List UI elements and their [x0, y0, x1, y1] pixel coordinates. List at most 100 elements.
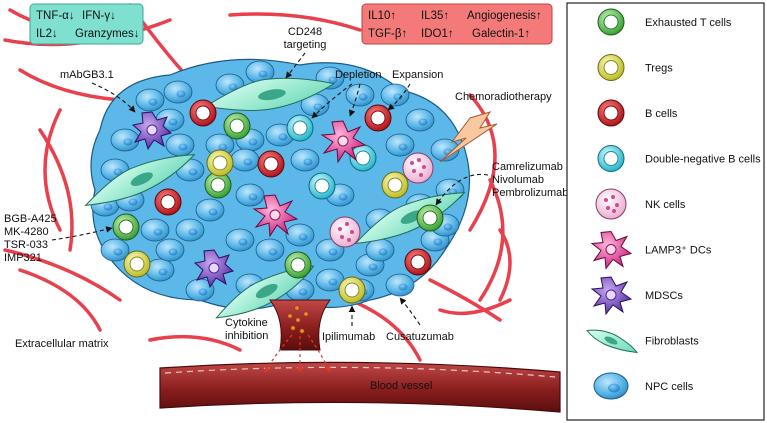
npc-cell-nucleus — [268, 248, 278, 256]
il2-label: IL2↓ — [36, 28, 58, 40]
legend-item: Exhausted T cells — [597, 8, 732, 36]
galectin-label: Galectin-1↑ — [472, 28, 530, 40]
extracellular-matrix-fibers — [3, 3, 512, 362]
npc-cell-icon — [593, 372, 629, 400]
lightning-bolt-icon — [439, 111, 498, 163]
exhausted-t-cell — [204, 171, 232, 199]
exhausted-t-cell — [284, 251, 312, 279]
double-negative-b-cell — [286, 114, 314, 142]
npc-cell-nucleus — [313, 103, 323, 111]
npc-cell-nucleus — [328, 278, 338, 286]
npc-cell-nucleus — [378, 248, 388, 256]
npc-cell-nucleus — [153, 228, 163, 236]
double-negative-b-cell — [349, 144, 377, 172]
cd248-label: CD248 — [288, 26, 322, 38]
mdsc-cell — [193, 249, 235, 289]
npc-cell-nucleus — [176, 90, 186, 98]
cd248-label-line2: targeting — [284, 39, 327, 51]
npc-cell-nucleus — [103, 203, 113, 211]
npc-cell-nucleus — [418, 118, 428, 126]
npc-cell-nucleus — [278, 133, 288, 141]
immunosuppression-increase-box: IL10↑ IL35↑ Angiogenesis↑ TGF-β↑ IDO1↑ G… — [361, 3, 553, 45]
mab-label: mAbGB3.1 — [60, 69, 114, 81]
tnf-alpha-label: TNF-α↓ — [36, 10, 75, 22]
fibroblast — [84, 154, 196, 206]
npc-cell-nucleus — [168, 248, 178, 256]
ecm-label: Extracellular matrix — [15, 338, 109, 350]
npc-cell-nucleus — [158, 268, 168, 276]
npc-cell-nucleus — [358, 93, 368, 101]
lag3-label-2: MK-4280 — [4, 226, 49, 238]
treg-cell — [381, 171, 409, 199]
b-cell — [364, 104, 392, 132]
npc-cell-nucleus — [238, 238, 248, 246]
expansion-label: Expansion — [392, 69, 443, 81]
b-cell — [257, 150, 285, 178]
npc-cell-nucleus — [248, 193, 258, 201]
angiogenesis-label: Angiogenesis↑ — [467, 10, 542, 22]
npc-cell-nucleus — [188, 228, 198, 236]
nk-cell — [402, 152, 434, 184]
npc-cell-nucleus — [443, 223, 453, 231]
legend-label: Fibroblasts — [645, 336, 699, 348]
treg-cell — [206, 149, 234, 177]
arrows — [51, 52, 489, 326]
double-negative-b-cell — [308, 172, 336, 200]
npc-cell-nucleus — [433, 238, 443, 246]
mdsc-cell — [131, 111, 173, 151]
npc-cell-nucleus — [298, 288, 308, 296]
npc-cell-nucleus — [248, 138, 258, 146]
exhausted-t-cell — [223, 112, 251, 140]
treg-cell — [338, 276, 366, 304]
npc-cell-nucleus — [208, 208, 218, 216]
npc-cell-nucleus — [168, 118, 178, 126]
il10-label: IL10↑ — [368, 10, 396, 22]
legend-item: LAMP3⁺ DCs — [590, 230, 712, 270]
npc-cell-nucleus — [148, 98, 158, 106]
lamp3-dc — [252, 194, 299, 238]
npc-cell-nucleus — [328, 248, 338, 256]
legend-label: LAMP3⁺ DCs — [645, 245, 712, 257]
depletion-label: Depletion — [335, 69, 381, 81]
npc-cell-nucleus — [328, 76, 338, 84]
npc-cell-nucleus — [298, 233, 308, 241]
legend-item: Fibroblasts — [586, 329, 699, 354]
treg-icon — [597, 54, 625, 81]
legend-label: Tregs — [645, 63, 673, 75]
fibroblast — [204, 77, 336, 111]
npc-cell-nucleus — [258, 70, 268, 78]
legend-item: Tregs — [597, 54, 673, 81]
cytokine-particles — [287, 305, 309, 334]
exhausted-t-cell — [416, 204, 444, 232]
ifn-gamma-label: IFN-γ↓ — [82, 10, 116, 22]
npc-cell-nucleus — [218, 143, 228, 151]
exhausted-t-cell — [112, 213, 140, 241]
npc-cell-nucleus — [393, 93, 403, 101]
mdsc-icon — [590, 276, 633, 316]
blood-vessel-label: Blood vessel — [370, 380, 432, 392]
pd1-label-1: Camrelizumab — [492, 161, 563, 173]
pd1-label-3: Pembrolizumab — [492, 187, 568, 199]
npc-cell-nucleus — [243, 158, 253, 166]
legend-item: NPC cells — [593, 372, 694, 400]
legend-item: Double-negative B cells — [597, 145, 761, 172]
ipilimumab-label: Ipilimumab — [322, 331, 375, 343]
npc-cell-nucleus — [338, 193, 348, 201]
npc-cell-nucleus — [113, 168, 123, 176]
legend-item: B cells — [597, 99, 678, 127]
npc-cell-nucleus — [198, 288, 208, 296]
b-cell — [189, 99, 217, 127]
lag3-label-1: BGB-A425 — [4, 213, 57, 225]
lamp3-dc-icon — [590, 230, 633, 270]
cusatuzumab-label: Cusatuzumab — [386, 331, 454, 343]
npc-cell-nucleus — [368, 263, 378, 271]
npc-cell-nucleus — [113, 248, 123, 256]
npc-cell-nucleus — [188, 168, 198, 176]
pd1-label-2: Nivolumab — [492, 174, 544, 186]
chemoradiotherapy-label: Chemoradiotherapy — [455, 91, 552, 103]
legend-label: NK cells — [645, 199, 686, 211]
legend-item: MDSCs — [590, 276, 683, 316]
npc-cell-nucleus — [398, 283, 408, 291]
cytokine-inhibition-label: Cytokine — [225, 317, 268, 329]
